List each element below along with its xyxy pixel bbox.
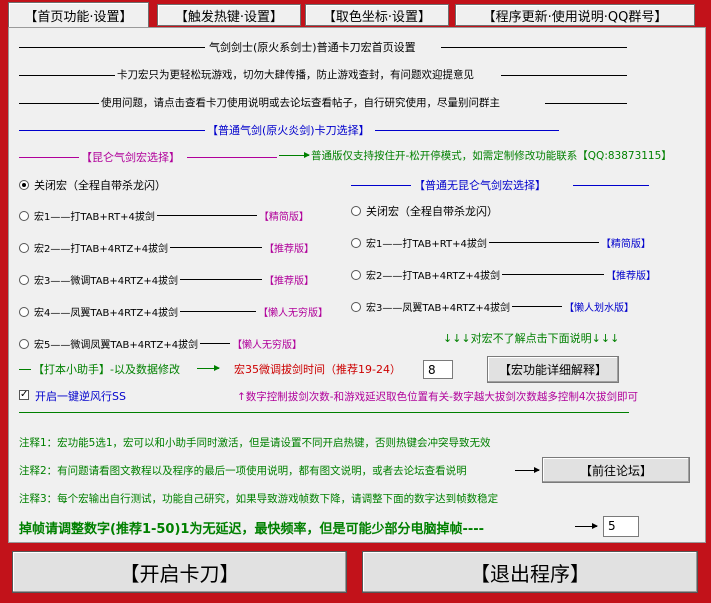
exit-program-button[interactable]: 【退出程序】 <box>362 551 698 593</box>
radio-icon <box>19 210 29 221</box>
right-group-title: 【普通无昆仑气剑宏选择】 <box>414 179 546 192</box>
left-radio-close-macro[interactable]: 关闭宏（全程自带杀龙闪） <box>19 177 166 193</box>
radio-icon <box>19 180 29 190</box>
divider <box>200 343 231 344</box>
header-usage: 使用问题，请点击查看卡刀使用说明或去论坛查看帖子，自行研究使用，尽量别问群主 <box>101 97 500 109</box>
tab-hotkey-settings[interactable]: 【触发热键·设置】 <box>157 4 301 26</box>
divider <box>375 130 559 131</box>
radio-tag: 【推荐版】 <box>606 271 657 282</box>
right-radio-macro3[interactable]: 宏3——凤翼TAB+4RTZ+4拔剑 【懒人划水版】 <box>351 299 634 314</box>
divider <box>441 47 627 48</box>
go-forum-button[interactable]: 【前往论坛】 <box>542 457 690 483</box>
radio-label: 宏4——凤翼TAB+4RTZ+4拔剑 <box>34 308 179 319</box>
divider <box>19 412 629 413</box>
note-3: 注释3：每个宏输出自行测试，功能自己研究，如果导致游戏帧数下降，请调整下面的数字… <box>19 493 499 505</box>
right-radio-macro2[interactable]: 宏2——打TAB+4RTZ+4拔剑 【推荐版】 <box>351 267 656 282</box>
divider <box>512 306 563 307</box>
divider <box>19 130 205 131</box>
one-key-wind-checkbox[interactable]: ✓ <box>19 389 29 400</box>
divider <box>156 215 257 216</box>
page-title: 气剑剑士(原火系剑士)普通卡刀宏首页设置 <box>209 41 416 54</box>
divider <box>170 247 263 248</box>
divider <box>19 75 115 76</box>
frame-label: 掉帧请调整数字(推荐1-50)1为无延迟，最快频率，但是可能少部分电脑掉帧---… <box>19 522 485 537</box>
radio-icon <box>351 206 361 216</box>
frame-delay-input[interactable]: 5 <box>603 516 639 537</box>
left-radio-macro5[interactable]: 宏5——微调凤翼TAB+4RTZ+4拔剑 【懒人无穷版】 <box>19 336 302 351</box>
divider <box>573 185 649 186</box>
radio-tag: 【精简版】 <box>600 239 651 250</box>
radio-tag: 【懒人划水版】 <box>564 303 635 314</box>
divider <box>180 311 257 312</box>
radio-icon <box>351 269 361 280</box>
arrow-right-icon <box>197 365 220 371</box>
radio-label: 宏1——打TAB+RT+4拔剑 <box>366 239 487 250</box>
left-group-title: 【昆仑气剑宏选择】 <box>81 151 180 164</box>
divider <box>502 274 605 275</box>
radio-label: 关闭宏（全程自带杀龙闪） <box>366 205 498 218</box>
tab-update-help-qq[interactable]: 【程序更新·使用说明·QQ群号】 <box>455 4 695 26</box>
radio-icon <box>19 338 29 349</box>
divider <box>351 185 411 186</box>
frame-tip: ↑数字控制拔剑次数-和游戏延迟取色位置有关-数字越大拔剑次数越多控制4次拔剑即可 <box>237 391 639 403</box>
delay-input[interactable]: 8 <box>423 360 453 379</box>
divider <box>19 369 31 370</box>
arrow-right-icon <box>515 467 540 473</box>
left-radio-macro2[interactable]: 宏2——打TAB+4RTZ+4拔剑 【推荐版】 <box>19 240 314 255</box>
radio-label: 宏3——凤翼TAB+4RTZ+4拔剑 <box>366 303 511 314</box>
arrow-right-icon <box>279 152 310 158</box>
right-radio-close-macro[interactable]: 关闭宏（全程自带杀龙闪） <box>351 203 498 219</box>
radio-icon <box>351 237 361 248</box>
helper-label: 【打本小助手】-以及数据修改 <box>33 363 180 376</box>
radio-label: 宏2——打TAB+4RTZ+4拔剑 <box>366 271 501 282</box>
delay-label: 宏35微调拔剑时间（推荐19-24） <box>234 363 401 376</box>
radio-label: 宏1——打TAB+RT+4拔剑 <box>34 212 155 223</box>
tab-color-coordinate-settings[interactable]: 【取色坐标·设置】 <box>305 4 449 26</box>
radio-icon <box>19 274 29 285</box>
radio-icon <box>19 242 29 253</box>
header-warning: 卡刀宏只为更轻松玩游戏，切勿大肆传播，防止游戏查封，有问题欢迎提意见 <box>117 69 474 81</box>
down-note: ↓↓↓对宏不了解点击下面说明↓↓↓ <box>443 332 620 345</box>
radio-tag: 【懒人无穷版】 <box>232 340 303 351</box>
divider <box>545 103 627 104</box>
divider <box>187 157 277 158</box>
radio-icon <box>19 306 29 317</box>
radio-label: 宏2——打TAB+4RTZ+4拔剑 <box>34 244 169 255</box>
radio-label: 关闭宏（全程自带杀龙闪） <box>34 179 166 192</box>
radio-label: 宏5——微调凤翼TAB+4RTZ+4拔剑 <box>34 340 199 351</box>
macro-explain-button[interactable]: 【宏功能详细解释】 <box>487 356 619 383</box>
note-1: 注释1：宏功能5选1，宏可以和小助手同时激活，但是请设置不同开启热键，否则热键会… <box>19 437 491 449</box>
radio-tag: 【精简版】 <box>258 212 309 223</box>
divider <box>19 47 205 48</box>
radio-label: 宏3——微调TAB+4RTZ+4拔剑 <box>34 276 179 287</box>
radio-icon <box>351 301 361 312</box>
divider <box>501 75 627 76</box>
note-2: 注释2：有问题请看图文教程以及程序的最后一项使用说明，都有图文说明，或者去论坛查… <box>19 465 467 477</box>
radio-tag: 【懒人无穷版】 <box>258 308 329 319</box>
divider <box>488 242 599 243</box>
left-radio-macro1[interactable]: 宏1——打TAB+RT+4拔剑 【精简版】 <box>19 208 309 223</box>
radio-tag: 【推荐版】 <box>264 276 315 287</box>
start-macro-button[interactable]: 【开启卡刀】 <box>12 551 347 593</box>
right-radio-macro1[interactable]: 宏1——打TAB+RT+4拔剑 【精简版】 <box>351 235 651 250</box>
left-radio-macro3[interactable]: 宏3——微调TAB+4RTZ+4拔剑 【推荐版】 <box>19 272 314 287</box>
radio-tag: 【推荐版】 <box>264 244 315 255</box>
divider <box>180 279 263 280</box>
right-note: 普通版仅支持按住开-松开停模式，如需定制修改功能联系【QQ:83873115】 <box>311 150 672 162</box>
divider <box>19 157 79 158</box>
main-panel: 气剑剑士(原火系剑士)普通卡刀宏首页设置 卡刀宏只为更轻松玩游戏，切勿大肆传播，… <box>8 27 706 543</box>
left-radio-macro4[interactable]: 宏4——凤翼TAB+4RTZ+4拔剑 【懒人无穷版】 <box>19 304 328 319</box>
divider <box>19 103 99 104</box>
tab-home-settings[interactable]: 【首页功能·设置】 <box>8 2 149 27</box>
checkbox-label: 开启一键逆风行SS <box>35 390 126 403</box>
section-title: 【普通气剑(原火炎剑)卡刀选择】 <box>207 124 370 137</box>
arrow-right-icon <box>575 523 598 529</box>
